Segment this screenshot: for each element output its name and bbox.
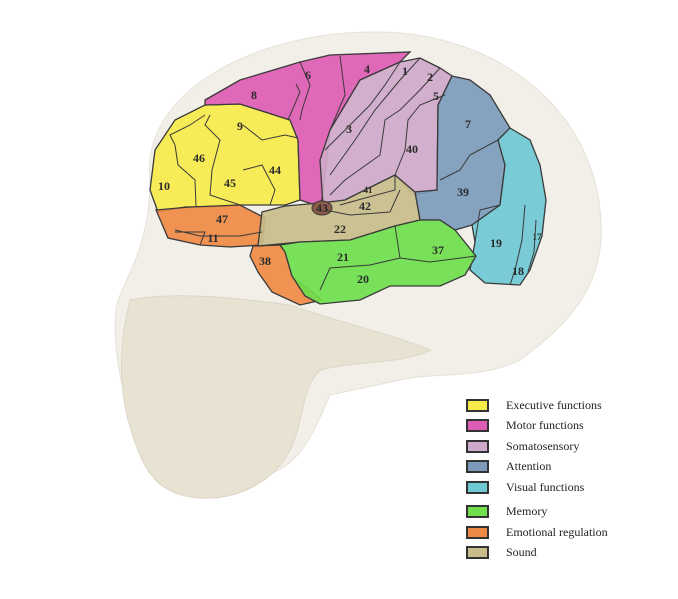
- area-border: [324, 189, 401, 216]
- area-border: [174, 229, 263, 237]
- legend-item-sound: Sound: [466, 543, 608, 564]
- legend-swatch: [466, 460, 489, 474]
- legend-item-memory: Memory: [466, 502, 608, 523]
- area-label-11: 11: [207, 231, 218, 245]
- area-label-37: 37: [432, 243, 444, 257]
- legend-label: Visual functions: [506, 479, 585, 494]
- legend-label: Somatosensory: [506, 438, 580, 453]
- legend-label: Emotional regulation: [506, 524, 608, 539]
- area-border: [329, 57, 421, 176]
- legend-swatch: [466, 480, 489, 494]
- area-border: [394, 94, 446, 176]
- area-label-10: 10: [158, 179, 170, 193]
- legend-swatch: [466, 546, 489, 560]
- area-border: [329, 67, 441, 196]
- area-label-4: 4: [364, 62, 370, 76]
- legend-label: Executive functions: [506, 397, 602, 412]
- area-border: [319, 257, 401, 291]
- skull-jaw: [120, 295, 432, 499]
- area-border: [339, 175, 396, 206]
- area-label-9: 9: [237, 119, 243, 133]
- legend-label: Memory: [506, 504, 548, 519]
- legend-item-emotion: Emotional regulation: [466, 522, 608, 543]
- region-memory: [278, 219, 477, 305]
- area-label-22: 22: [334, 222, 346, 236]
- legend-swatch: [466, 419, 489, 433]
- area-label-5: 5: [433, 89, 439, 103]
- legend-item-soma: Somatosensory: [466, 436, 608, 457]
- area-border: [527, 219, 537, 273]
- area-border: [169, 114, 206, 207]
- area-label-40: 40: [406, 142, 418, 156]
- area-label-45: 45: [224, 176, 236, 190]
- brain-regions: [149, 51, 547, 306]
- area-label-2: 2: [427, 70, 433, 84]
- area-label-20: 20: [357, 272, 369, 286]
- area-label-8: 8: [251, 88, 257, 102]
- area-label-46: 46: [193, 151, 205, 165]
- area-label-41: 41: [364, 185, 374, 195]
- area-label-18: 18: [512, 264, 524, 278]
- area-label-44: 44: [269, 163, 281, 177]
- area-border: [474, 204, 501, 243]
- area-border: [242, 164, 276, 206]
- area-label-43: 43: [316, 201, 328, 215]
- area-border: [324, 61, 401, 151]
- area-border: [439, 139, 499, 181]
- area-label-38: 38: [259, 254, 271, 268]
- area-label-47: 47: [216, 212, 228, 226]
- area-label-3: 3: [346, 122, 352, 136]
- region-43: [311, 200, 333, 216]
- legend-swatch: [466, 505, 489, 519]
- legend-item-attn: Attention: [466, 457, 608, 478]
- legend-label: Sound: [506, 545, 537, 560]
- region-visual: [469, 127, 547, 286]
- area-label-19: 19: [490, 236, 502, 250]
- legend-item-visual: Visual functions: [466, 477, 608, 498]
- legend-swatch: [466, 525, 489, 539]
- area-border: [287, 83, 301, 121]
- area-label-1: 1: [402, 64, 408, 78]
- area-border: [204, 114, 241, 206]
- legend-swatch: [466, 439, 489, 453]
- area-label-39: 39: [457, 185, 469, 199]
- area-label-7: 7: [465, 117, 471, 131]
- legend-label: Attention: [506, 459, 552, 474]
- legend-item-exec: Executive functions: [466, 395, 608, 416]
- area-border: [299, 61, 311, 121]
- area-label-17: 17: [533, 232, 543, 242]
- area-label-42: 42: [359, 199, 371, 213]
- legend-label: Motor functions: [506, 418, 584, 433]
- area-border: [242, 124, 299, 141]
- area-border: [329, 55, 346, 131]
- area-border: [394, 225, 477, 263]
- area-label-21: 21: [337, 250, 349, 264]
- legend-item-motor: Motor functions: [466, 416, 608, 437]
- area-border: [509, 204, 526, 286]
- legend-swatch: [466, 398, 489, 412]
- area-label-6: 6: [305, 68, 311, 82]
- area-borders: [169, 55, 537, 291]
